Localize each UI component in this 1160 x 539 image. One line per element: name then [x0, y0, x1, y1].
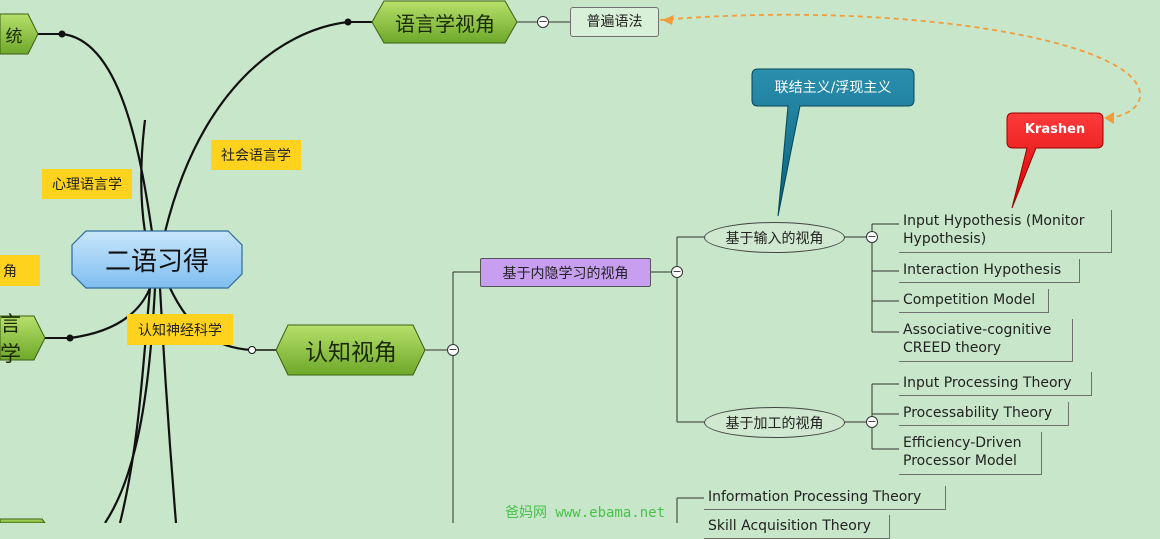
callout-connectionism-label: 联结主义/浮现主义 — [774, 80, 892, 96]
tag-left-partial[interactable]: 角 — [0, 255, 40, 286]
leaf-creed-theory[interactable]: Associative-cognitive CREED theory — [899, 319, 1073, 362]
topic-shape-left-top — [0, 13, 39, 55]
leaf-processability-theory[interactable]: Processability Theory — [899, 402, 1069, 426]
leaf-competition-model[interactable]: Competition Model — [899, 289, 1049, 313]
tag-psycholinguistics[interactable]: 心理语言学 — [42, 169, 132, 199]
junction-dot — [248, 346, 256, 354]
junction-dot — [344, 18, 352, 26]
node-processing-view[interactable]: 基于加工的视角 — [704, 407, 845, 438]
node-implicit-learning[interactable]: 基于内隐学习的视角 — [480, 258, 651, 287]
callout-krashen — [1006, 112, 1104, 209]
collapse-minus-icon[interactable]: − — [671, 265, 683, 278]
tag-sociolinguistics[interactable]: 社会语言学 — [211, 140, 301, 170]
callout-connectionism — [751, 68, 915, 217]
central-topic[interactable]: 二语习得 — [72, 231, 242, 288]
relation-link — [659, 13, 1141, 119]
topic-cognitive-perspective[interactable]: 认知视角 — [284, 328, 418, 372]
topic-shape-cognitive — [275, 324, 426, 376]
central-topic-label: 二语习得 — [104, 247, 209, 277]
leaf-interaction-hypothesis[interactable]: Interaction Hypothesis — [899, 259, 1080, 283]
leaf-input-hypothesis[interactable]: Input Hypothesis (Monitor Hypothesis) — [899, 210, 1112, 253]
topic-left-top-partial[interactable]: 统 — [5, 26, 23, 47]
topic-shape-left-mid — [0, 315, 46, 361]
topic-linguistics-perspective[interactable]: 语言学视角 — [380, 4, 510, 40]
leaf-input-processing-theory[interactable]: Input Processing Theory — [899, 372, 1092, 396]
collapse-minus-icon[interactable]: − — [537, 15, 549, 28]
node-input-view[interactable]: 基于输入的视角 — [704, 222, 845, 253]
node-universal-grammar[interactable]: 普遍语法 — [570, 7, 659, 37]
relation-arrowhead — [1104, 112, 1114, 124]
watermark: 爸妈网 www.ebama.net — [505, 505, 666, 521]
topic-label: 认知视角 — [305, 340, 397, 366]
relation-arrowhead — [662, 15, 674, 25]
leaf-efficiency-driven-model[interactable]: Efficiency-Driven Processor Model — [899, 432, 1042, 475]
junction-dot — [66, 334, 74, 342]
central-node-shape — [71, 230, 243, 289]
collapse-minus-icon[interactable]: − — [866, 230, 878, 243]
topic-label: 语言学视角 — [395, 11, 495, 36]
topic-left-mid-partial[interactable]: 言学 — [0, 312, 21, 366]
leaf-information-processing-theory[interactable]: Information Processing Theory — [704, 486, 946, 510]
junction-dot — [58, 30, 66, 38]
topic-shape-linguistics — [371, 0, 518, 44]
collapse-minus-icon[interactable]: − — [447, 343, 459, 356]
tag-neuroscience[interactable]: 认知神经科学 — [127, 314, 233, 345]
collapse-minus-icon[interactable]: − — [866, 415, 878, 428]
leaf-skill-acquisition-theory[interactable]: Skill Acquisition Theory — [704, 515, 890, 539]
callout-krashen-label: Krashen — [1024, 122, 1086, 137]
